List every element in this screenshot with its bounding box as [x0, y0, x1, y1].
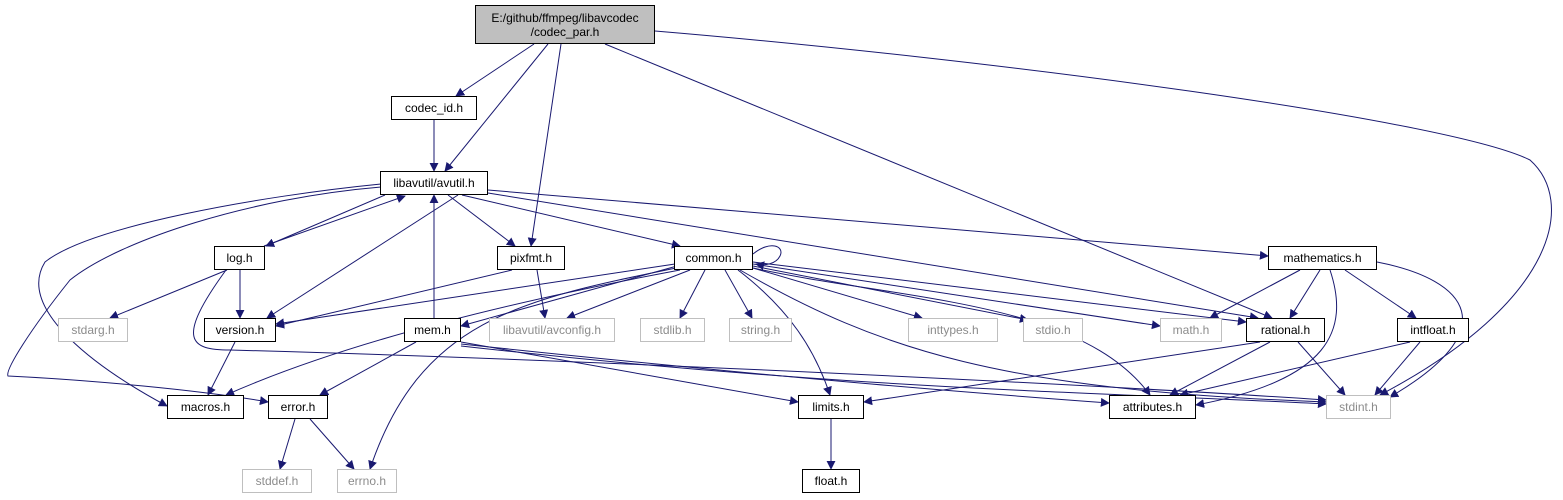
node-math-h: math.h: [1160, 318, 1222, 342]
node-float-h[interactable]: float.h: [802, 469, 860, 493]
edge-rational-attributes: [1169, 341, 1271, 396]
edge-log-avutil: [263, 194, 406, 247]
node-string-h: string.h: [729, 318, 792, 342]
edge-common-self: [752, 245, 782, 271]
node-rational-h[interactable]: rational.h: [1246, 318, 1325, 342]
node-version-h[interactable]: version.h: [204, 318, 276, 342]
edge-log-stdarg: [109, 269, 228, 320]
node-codec-id-h[interactable]: codec_id.h: [391, 96, 477, 120]
edge-avutil-version: [266, 194, 459, 319]
node-error-h[interactable]: error.h: [268, 395, 328, 419]
edge-avutil-macros: [38, 183, 382, 407]
node-attributes-h[interactable]: attributes.h: [1109, 395, 1196, 419]
node-codec-par-h: E:/github/ffmpeg/libavcodec /codec_par.h: [475, 5, 655, 44]
edge-mathematics-attributes: [1195, 269, 1338, 408]
edge-common-rational: [752, 261, 1247, 326]
edge-common-errno: [368, 267, 677, 470]
edge-common-version: [275, 263, 676, 328]
edge-common-string: [724, 269, 753, 319]
node-intfloat-h[interactable]: intfloat.h: [1397, 318, 1469, 342]
node-avconfig-h: libavutil/avconfig.h: [489, 318, 615, 342]
edge-mem-stdint: [460, 345, 1327, 409]
edge-root-rational: [604, 43, 1273, 320]
edge-common-mem: [460, 265, 678, 329]
node-common-h[interactable]: common.h: [674, 246, 753, 270]
edge-intfloat-attributes: [1179, 341, 1411, 398]
node-errno-h: errno.h: [337, 469, 397, 493]
edge-avutil-rational: [487, 192, 1259, 322]
edge-common-inttypes: [752, 267, 923, 321]
edge-log-stdint: [193, 269, 1327, 404]
node-log-h[interactable]: log.h: [214, 246, 265, 270]
node-stdint-h: stdint.h: [1326, 395, 1391, 419]
edge-mathematics-stdint: [1376, 261, 1463, 398]
node-stdlib-h: stdlib.h: [640, 318, 705, 342]
edge-error-stddef: [278, 418, 296, 470]
root-path-line2: /codec_par.h: [530, 24, 600, 39]
node-stdarg-h: stdarg.h: [58, 318, 128, 342]
node-mem-h[interactable]: mem.h: [404, 318, 461, 342]
root-path-line1: E:/github/ffmpeg/libavcodec: [491, 10, 639, 25]
node-macros-h[interactable]: macros.h: [167, 395, 244, 419]
edge-root-stdint: [654, 30, 1552, 396]
node-stddef-h: stddef.h: [242, 469, 312, 493]
edge-common-avconfig: [566, 269, 691, 320]
edge-avutil-mathematics: [487, 189, 1269, 260]
edge-intfloat-stdint: [1374, 341, 1421, 396]
node-avutil-h[interactable]: libavutil/avutil.h: [380, 171, 488, 195]
edge-root-avutil: [444, 43, 549, 172]
node-pixfmt-h[interactable]: pixfmt.h: [497, 246, 565, 270]
edge-common-stdio: [752, 265, 1029, 323]
edge-common-math: [752, 263, 1161, 330]
node-inttypes-h: inttypes.h: [908, 318, 998, 342]
edge-common-attributes: [752, 267, 1151, 396]
edge-root-codec_id: [455, 43, 535, 97]
edge-common-stdint: [739, 269, 1327, 407]
edge-avutil-log: [265, 194, 386, 247]
edge-mem-error: [319, 341, 417, 396]
edge-mathematics-math: [1209, 269, 1301, 319]
edge-common-stdlib: [679, 269, 706, 319]
edge-pixfmt-avconfig: [536, 269, 549, 319]
edge-avutil-common: [461, 194, 681, 249]
edge-mathematics-rational: [1289, 269, 1321, 319]
edge-mathematics-intfloat: [1344, 269, 1417, 319]
node-stdio-h: stdio.h: [1023, 318, 1083, 342]
edge-avutil-pixfmt: [447, 194, 516, 247]
edge-mem-attributes: [460, 343, 1110, 407]
node-limits-h[interactable]: limits.h: [798, 395, 864, 419]
edge-avutil-error: [7, 186, 382, 406]
edge-version-macros: [207, 341, 236, 396]
node-mathematics-h[interactable]: mathematics.h: [1268, 246, 1377, 270]
edge-error-errno: [309, 418, 355, 470]
edge-pixfmt-version: [275, 269, 513, 329]
edge-rational-stdint: [1297, 341, 1346, 396]
edge-rational-limits: [863, 341, 1261, 406]
